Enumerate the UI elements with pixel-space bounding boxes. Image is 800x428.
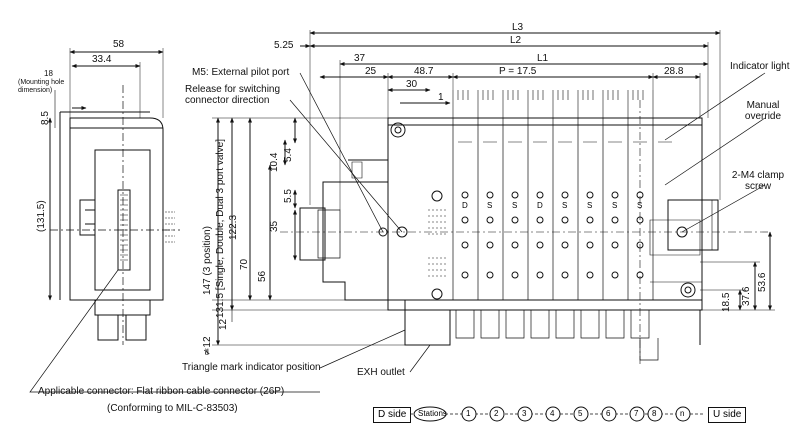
valve-mark-6: S — [587, 201, 593, 210]
dim-131-5-front: 131.5 [Single, Double, Dual 3 port valve… — [215, 139, 226, 318]
dim-56: 56 — [257, 270, 268, 282]
dim-1: 1 — [438, 92, 444, 103]
dim-width: 58 — [113, 39, 125, 50]
valve-mark-7: S — [612, 201, 618, 210]
dim-25: 25 — [365, 66, 377, 77]
valve-mark-4: D — [537, 201, 543, 210]
valve-mark-1: D — [462, 201, 468, 210]
triangle-mark-callout: Triangle mark indicator position — [182, 362, 321, 373]
clamp-screw-callout: 2-M4 clamp screw — [731, 170, 785, 192]
dim-147: 147 (3 position) — [202, 226, 213, 295]
dim-5-25: 5.25 — [274, 40, 294, 51]
dim-18-5: 18.5 — [721, 292, 732, 312]
dim-30: 30 — [406, 79, 418, 90]
station-5: 5 — [578, 409, 583, 418]
dim-8-5: 8.5 — [40, 111, 51, 125]
dim-5-4: 5.4 — [283, 148, 294, 162]
dim-12-a: 12 — [218, 318, 229, 330]
station-7: 7 — [634, 409, 639, 418]
dim-pitch: P = 17.5 — [499, 66, 537, 77]
dim-70: 70 — [239, 258, 250, 270]
u-side-box: U side — [708, 407, 747, 423]
exh-outlet-callout: EXH outlet — [357, 367, 405, 378]
front-view — [212, 30, 775, 373]
stations-legend-lines — [410, 406, 705, 422]
dim-122-3: 122.3 — [228, 214, 239, 240]
dim-10-4: 10.4 — [269, 152, 280, 172]
conforming-note: (Conforming to MIL-C-83503) — [107, 403, 238, 414]
mounting-hole-note: (Mounting hole dimension) — [18, 79, 65, 94]
station-n: n — [680, 409, 685, 418]
station-4: 4 — [550, 409, 555, 418]
side-view — [29, 48, 320, 393]
dim-37-6: 37.6 — [741, 286, 752, 306]
dim-L2: L2 — [510, 35, 522, 46]
dim-28-8: 28.8 — [664, 66, 684, 77]
station-8: 8 — [652, 409, 657, 418]
dim-33-4: 33.4 — [92, 54, 112, 65]
manual-override-callout: Manual override — [744, 100, 782, 122]
dim-37: 37 — [354, 53, 366, 64]
stations-label: Stations — [418, 409, 447, 418]
station-3: 3 — [522, 409, 527, 418]
dim-12-b: ≄12 — [202, 336, 213, 356]
dim-L1: L1 — [537, 53, 549, 64]
station-6: 6 — [606, 409, 611, 418]
d-side-box: D side — [373, 407, 412, 423]
station-2: 2 — [494, 409, 499, 418]
connector-note: Applicable connector: Flat ribbon cable … — [38, 386, 285, 397]
station-1: 1 — [466, 409, 471, 418]
dim-5-5: 5.5 — [283, 189, 294, 203]
dim-53-6: 53.6 — [757, 272, 768, 292]
release-callout: Release for switching connector directio… — [185, 84, 281, 106]
valve-mark-8: S — [637, 201, 643, 210]
indicator-callout: Indicator light — [730, 61, 790, 72]
dim-35: 35 — [269, 220, 280, 232]
valve-mark-3: S — [512, 201, 518, 210]
valve-mark-2: S — [487, 201, 493, 210]
dim-131-5-side: (131.5) — [36, 200, 47, 232]
dim-L3: L3 — [512, 22, 524, 33]
m5-callout: M5: External pilot port — [192, 67, 290, 78]
dim-48-7: 48.7 — [414, 66, 434, 77]
valve-mark-5: S — [562, 201, 568, 210]
dim-18: 18 — [44, 69, 53, 78]
